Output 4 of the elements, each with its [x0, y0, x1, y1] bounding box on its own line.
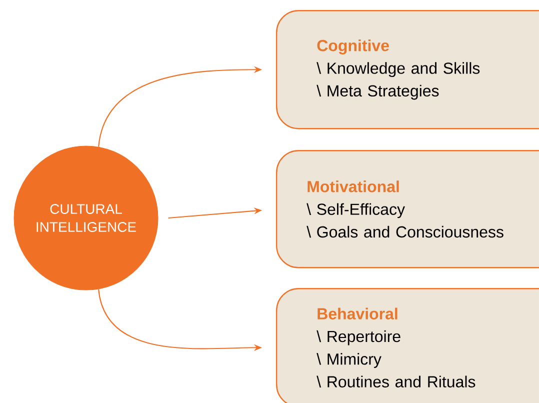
circle-node: CULTURAL INTELLIGENCE: [14, 146, 158, 290]
rounded-box: Behavioral \ Repertoire \ Mimicry \ Routines and Rituals: [276, 288, 539, 403]
rounded-box: Cognitive \ Knowledge and Skills \ Meta Strategies: [276, 10, 539, 130]
rounded-box: Motivational \ Self-Efficacy \ Goals and Consciousness: [276, 150, 539, 268]
